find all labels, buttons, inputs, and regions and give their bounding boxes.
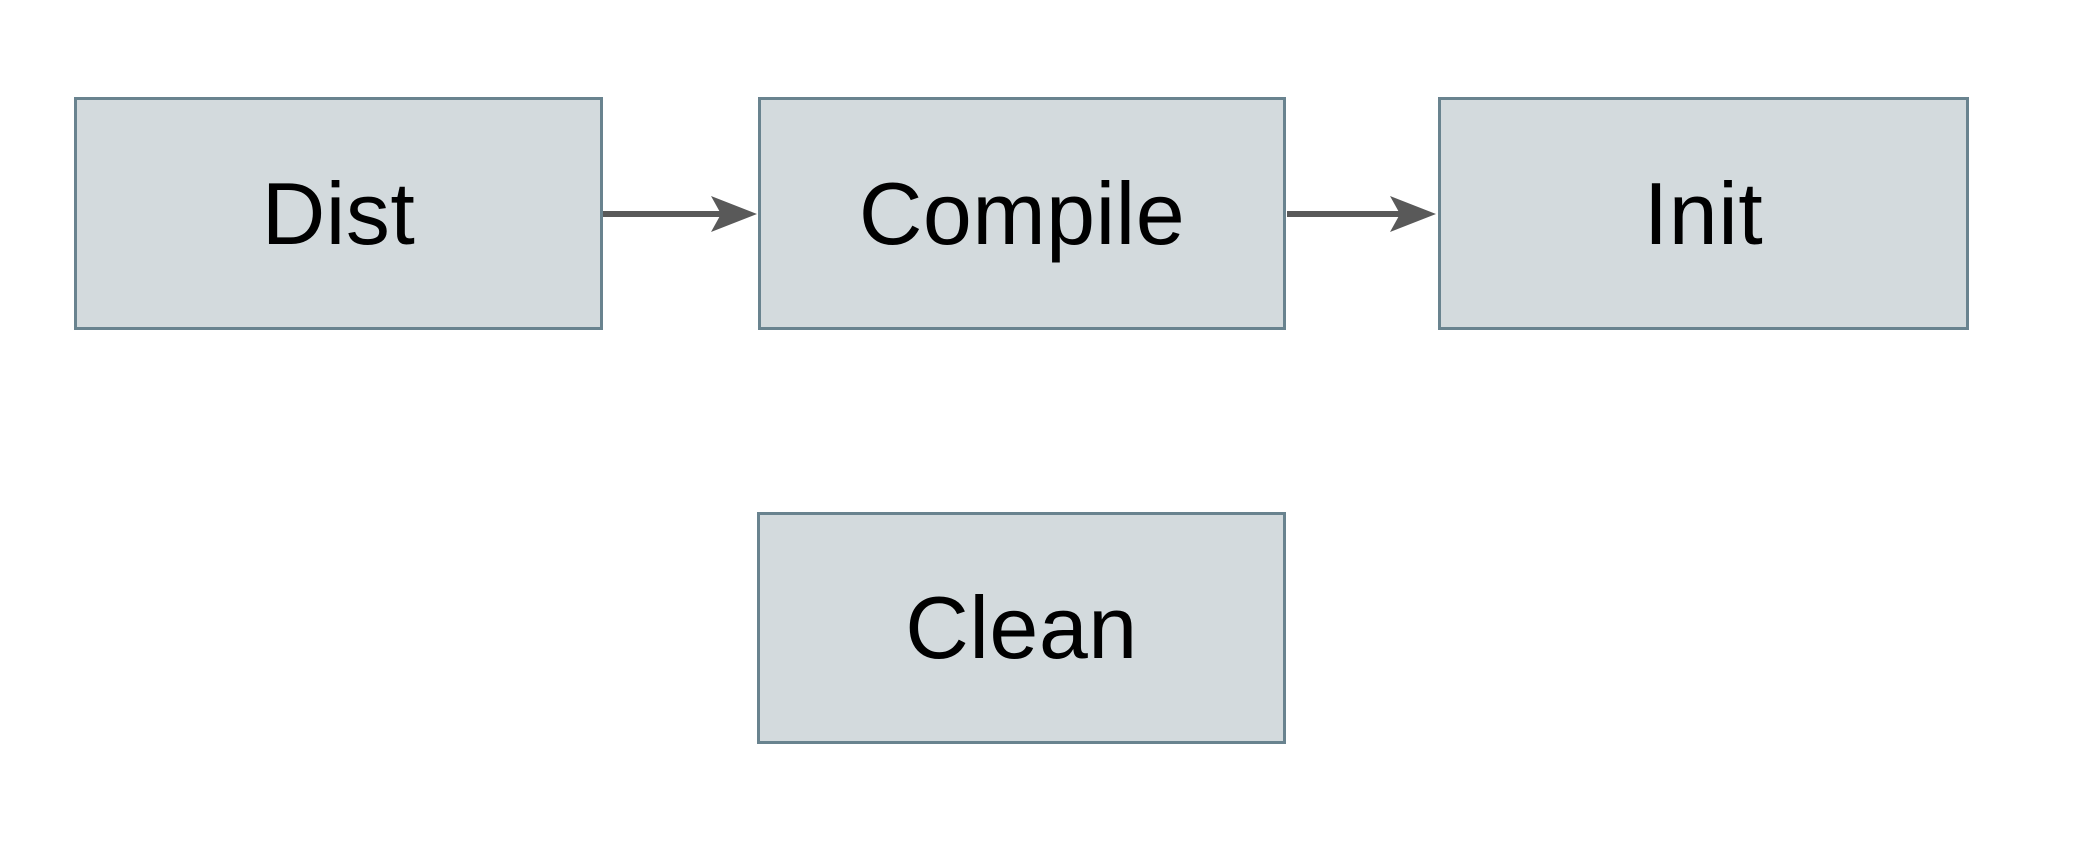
node-compile-label: Compile	[858, 163, 1186, 263]
node-compile: Compile	[758, 97, 1286, 330]
node-dist-label: Dist	[261, 163, 416, 263]
arrow-dist-to-compile	[603, 196, 757, 232]
node-clean-label: Clean	[905, 578, 1138, 677]
arrow-compile-to-init	[1287, 196, 1436, 232]
node-dist: Dist	[74, 97, 603, 330]
node-clean: Clean	[757, 512, 1286, 744]
node-init-label: Init	[1643, 163, 1764, 263]
arrow-head	[1390, 196, 1436, 232]
arrow-head	[711, 196, 757, 232]
node-init: Init	[1438, 97, 1969, 330]
